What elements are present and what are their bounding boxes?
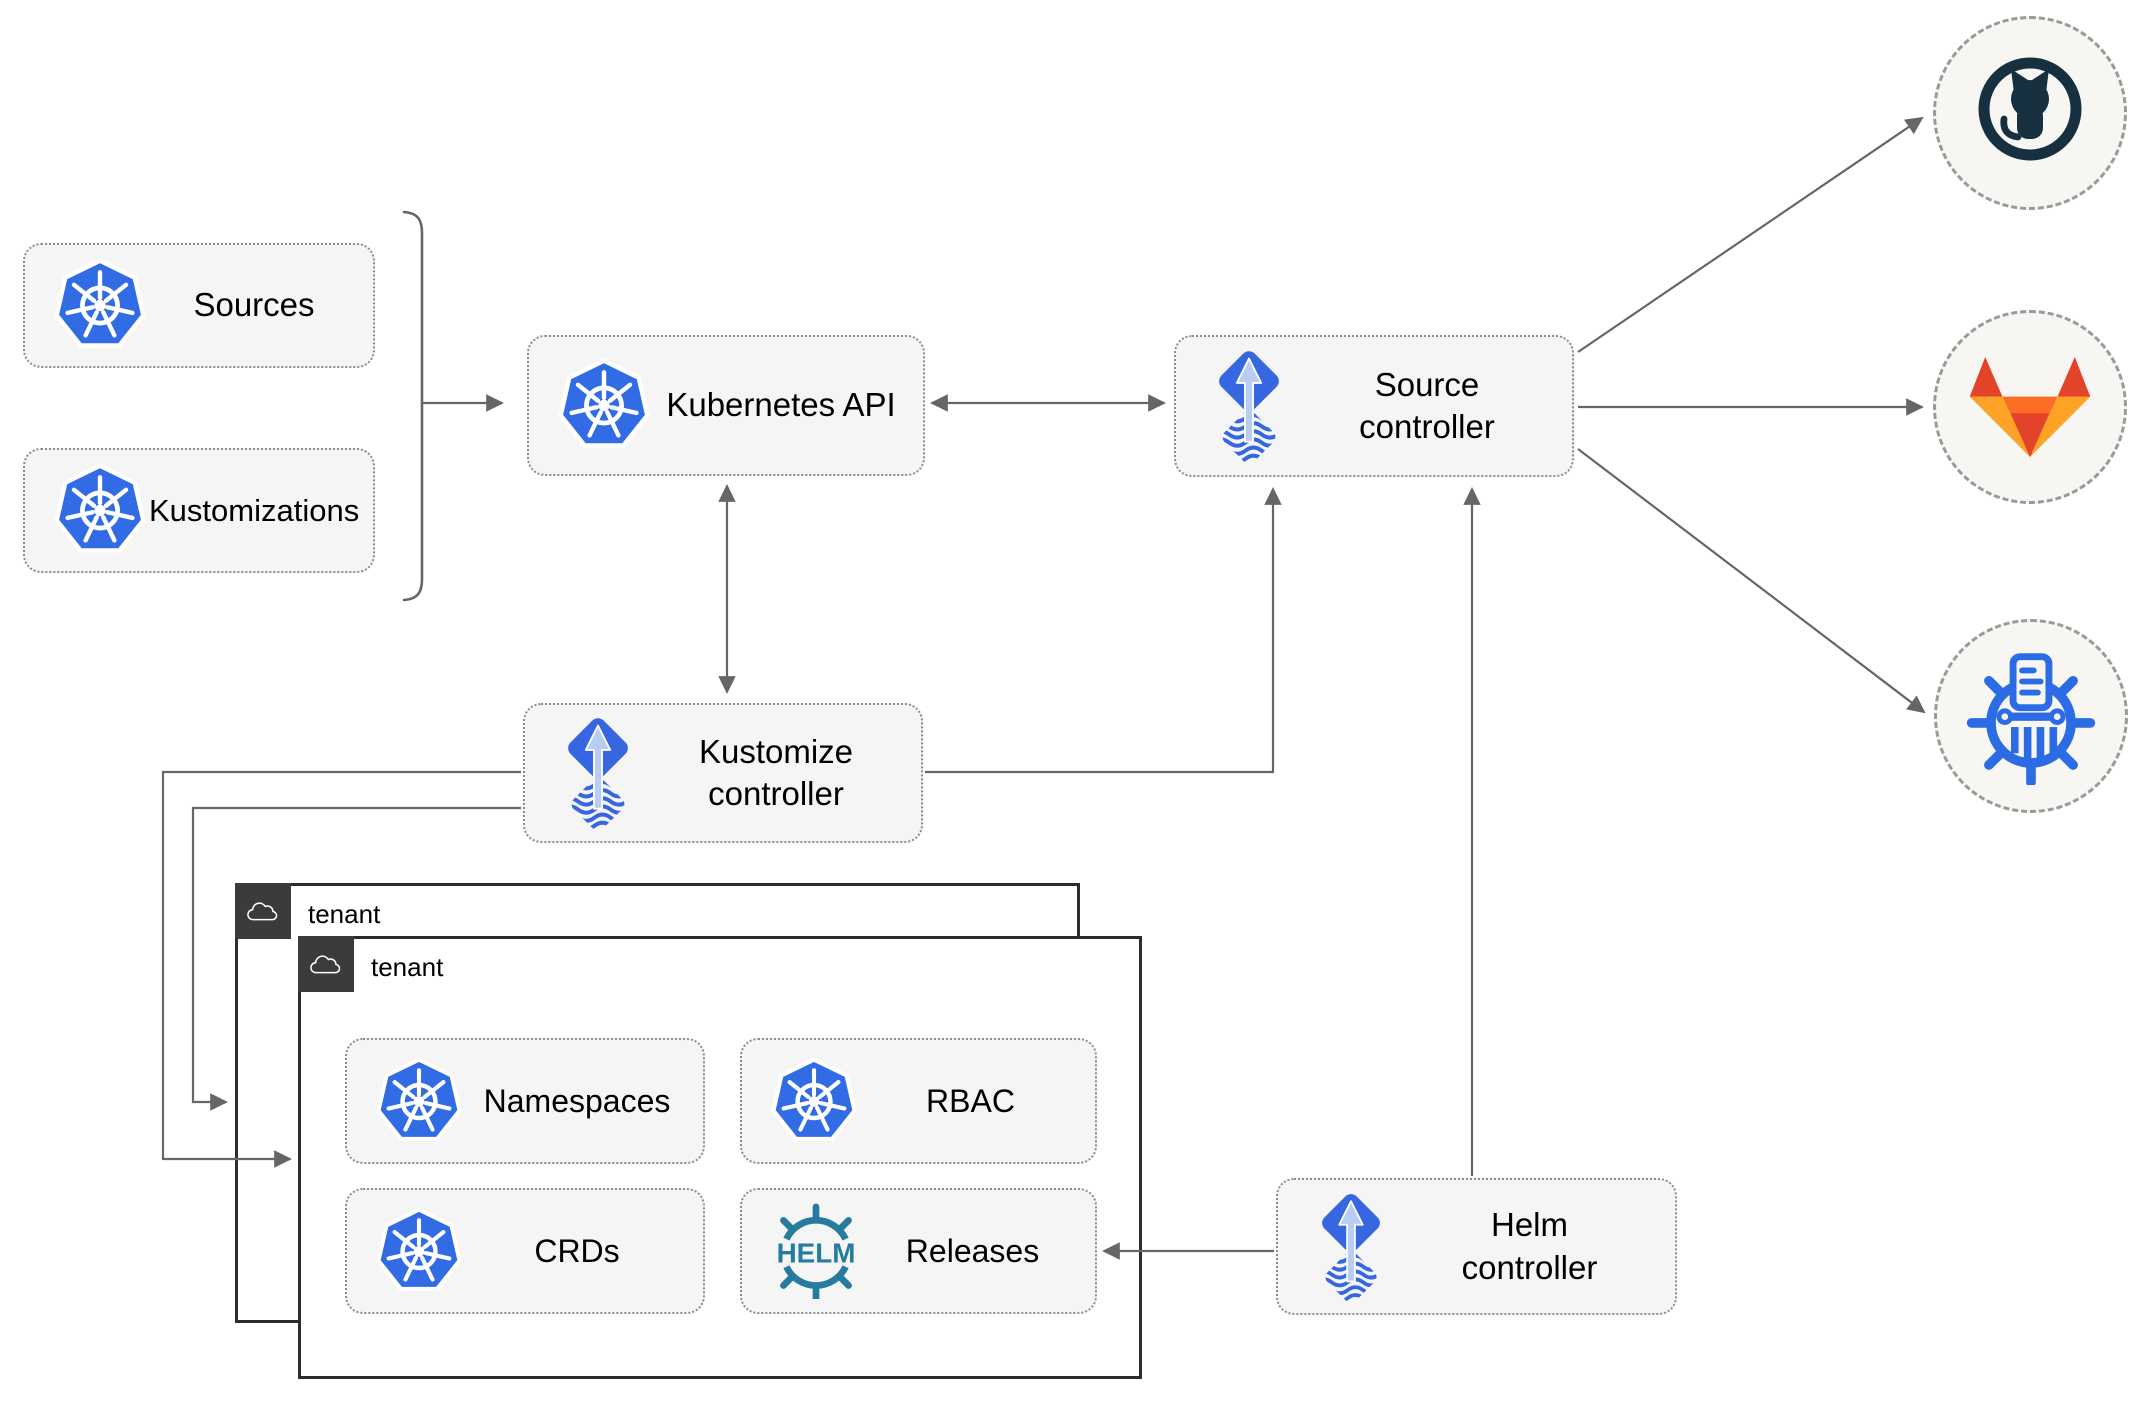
node-label: Sources bbox=[193, 286, 315, 324]
cloud-icon bbox=[308, 951, 344, 978]
node-kubernetes-api: Kubernetes API bbox=[527, 335, 925, 476]
kubernetes-icon bbox=[51, 258, 149, 353]
flux-icon bbox=[551, 712, 645, 834]
kubernetes-icon bbox=[51, 463, 149, 558]
kubernetes-icon bbox=[373, 1207, 465, 1296]
chartmuseum-target bbox=[1934, 619, 2128, 813]
tenant-label: tenant bbox=[308, 899, 381, 929]
node-label: Releases bbox=[905, 1232, 1040, 1269]
node-kustomize-controller: Kustomize controller bbox=[523, 703, 923, 843]
tenant-badge bbox=[298, 936, 354, 992]
flux-icon bbox=[1202, 345, 1296, 467]
node-label: Namespaces bbox=[483, 1082, 671, 1119]
node-rbac: RBAC bbox=[740, 1038, 1097, 1164]
cloud-icon bbox=[245, 898, 281, 925]
edge-sources-group-bracket bbox=[402, 210, 424, 602]
tenant-badge bbox=[235, 883, 291, 939]
node-sources: Sources bbox=[23, 243, 375, 368]
node-label: Helm controller bbox=[1461, 1206, 1598, 1286]
tenant-label: tenant bbox=[371, 952, 444, 982]
node-namespaces: Namespaces bbox=[345, 1038, 705, 1164]
node-releases: HELM Releases bbox=[740, 1188, 1097, 1314]
node-source-controller: Source controller bbox=[1174, 335, 1574, 477]
helm-logo-text: HELM bbox=[777, 1238, 856, 1269]
chartmuseum-icon bbox=[1962, 647, 2100, 785]
node-label: Kubernetes API bbox=[666, 386, 896, 424]
edge-source-controller-to-chartmuseum bbox=[1577, 448, 1926, 714]
edge-kustomize-controller-to-source-controller bbox=[925, 487, 1282, 774]
node-label: CRDs bbox=[534, 1232, 620, 1269]
github-target bbox=[1933, 16, 2127, 210]
helm-icon: HELM bbox=[777, 1203, 856, 1299]
kubernetes-icon bbox=[768, 1057, 860, 1146]
gitlab-target bbox=[1933, 310, 2127, 504]
node-crds: CRDs bbox=[345, 1188, 705, 1314]
node-label: Kustomizations bbox=[149, 492, 360, 528]
kubernetes-icon bbox=[373, 1057, 465, 1146]
node-helm-controller: Helm controller bbox=[1276, 1178, 1677, 1315]
edge-source-controller-to-github bbox=[1577, 116, 1924, 353]
kubernetes-icon bbox=[555, 358, 653, 453]
github-icon bbox=[1966, 49, 2094, 177]
flux-icon bbox=[1304, 1188, 1398, 1306]
node-kustomizations: Kustomizations bbox=[23, 448, 375, 573]
gitlab-icon bbox=[1968, 355, 2092, 459]
node-label: Kustomize controller bbox=[698, 732, 854, 812]
node-label: RBAC bbox=[926, 1082, 1015, 1119]
node-label: Source controller bbox=[1359, 365, 1495, 445]
